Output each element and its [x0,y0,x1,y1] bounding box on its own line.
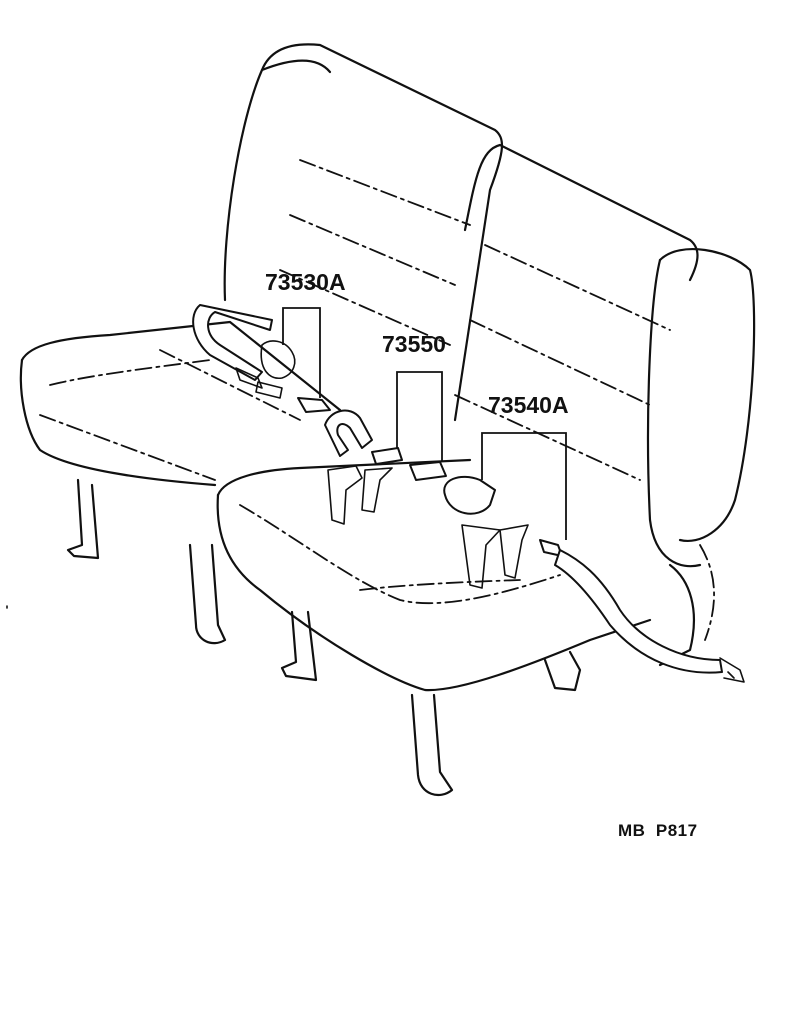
seat-belt-73550 [324,409,447,525]
left-seat-cushion [19,320,342,682]
seat-belt-73530a [192,304,331,413]
leader-73550 [396,371,443,462]
diagram-reference-code: MB P817 [618,821,698,840]
seat-belt-73540a [443,475,745,683]
part-label-73550: 73550 [382,331,446,357]
seat-backrest [223,43,756,667]
part-label-73530a: 73530A [265,269,346,295]
leader-73540a [481,432,567,540]
part-label-73540a: 73540A [488,392,569,418]
leader-73530a [282,307,321,398]
right-seat-cushion [216,458,652,797]
